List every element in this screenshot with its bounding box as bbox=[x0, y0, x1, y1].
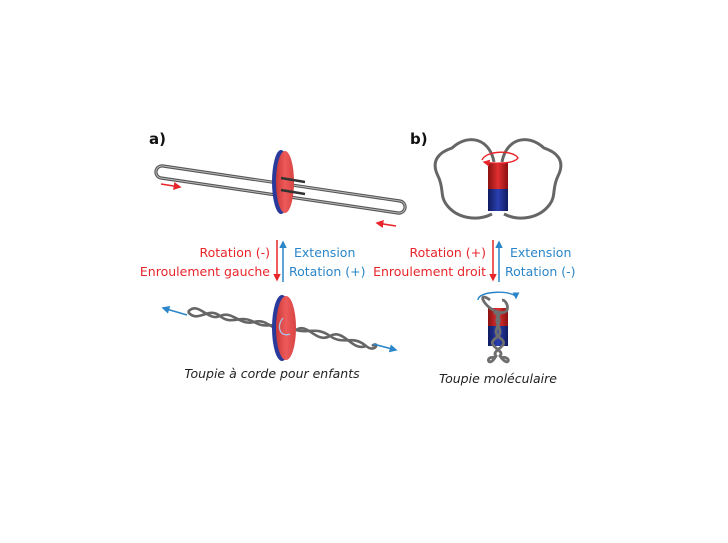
panel-a-caption: Toupie à corde pour enfants bbox=[184, 366, 360, 381]
rotation-arrow-red bbox=[481, 151, 519, 167]
panel-b-extension: Extension bbox=[510, 245, 571, 260]
spinner-disc-bottom bbox=[272, 295, 296, 361]
panel-b-rotation-minus: Rotation (-) bbox=[505, 264, 576, 279]
pull-arrow-left-blue bbox=[161, 305, 188, 316]
rotation-arrow-blue bbox=[477, 291, 520, 301]
pull-arrow-left-red bbox=[160, 182, 182, 190]
string-loop-untwisted bbox=[154, 164, 407, 215]
panel-b-rotation-plus: Rotation (+) bbox=[410, 245, 486, 260]
pull-arrow-right-red bbox=[375, 220, 397, 228]
panel-a-rotation-minus: Rotation (-) bbox=[199, 245, 270, 260]
molecular-loops-twisted bbox=[481, 295, 510, 364]
string-twisted bbox=[187, 307, 378, 350]
panel-a-rotation-plus: Rotation (+) bbox=[289, 264, 365, 279]
molecular-loops bbox=[433, 138, 563, 220]
molecular-cylinder bbox=[488, 163, 508, 211]
spinner-disc-top bbox=[272, 150, 306, 214]
panel-b-right-winding: Enroulement droit bbox=[373, 264, 486, 279]
panel-a-left-winding: Enroulement gauche bbox=[140, 264, 270, 279]
panel-b-label: b) bbox=[410, 130, 428, 148]
pull-arrow-right-blue bbox=[372, 343, 398, 353]
panel-a-label: a) bbox=[149, 130, 166, 148]
panel-b-caption: Toupie moléculaire bbox=[439, 371, 557, 386]
panel-a-extension: Extension bbox=[294, 245, 355, 260]
